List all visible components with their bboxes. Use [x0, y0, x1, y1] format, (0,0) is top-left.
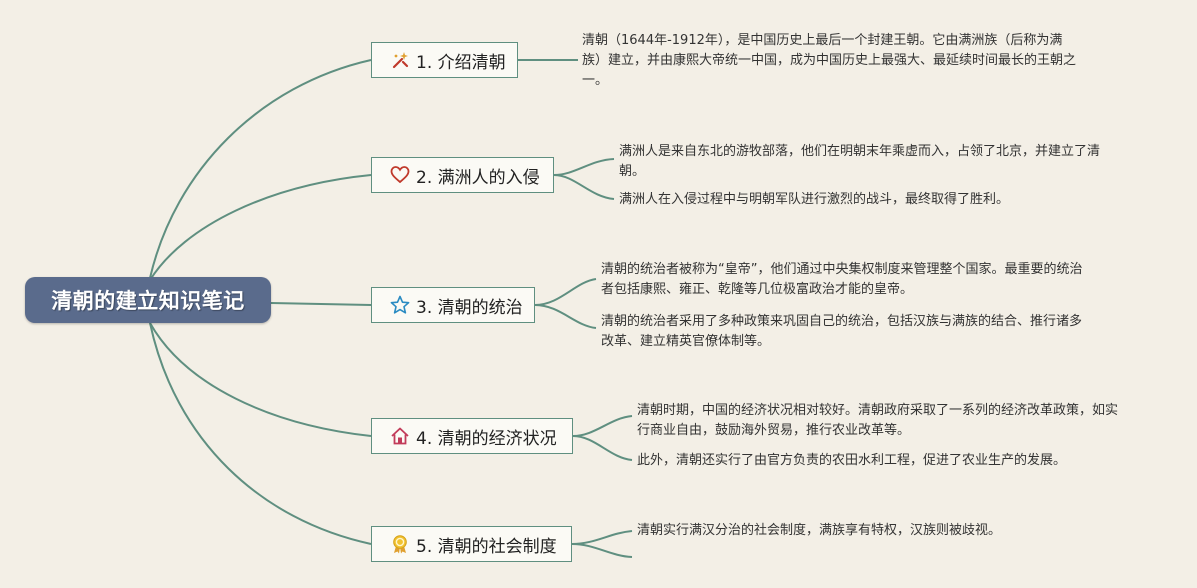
note-4-2: 此外，清朝还实行了由官方负责的农田水利工程，促进了农业生产的发展。 — [637, 453, 1067, 468]
sparkle-wand-icon — [390, 50, 410, 70]
heart-icon — [390, 165, 410, 185]
branch-line-4 — [149, 322, 372, 437]
house-icon — [390, 426, 410, 446]
topic-1-label: 1. 介绍清朝 — [416, 52, 506, 73]
topic-4[interactable]: 4. 清朝的经济状况 — [371, 418, 573, 454]
topic-3-label: 3. 清朝的统治 — [416, 297, 523, 318]
note-5-1: 清朝实行满汉分治的社会制度，满族享有特权，汉族则被歧视。 — [637, 523, 1002, 538]
star-icon — [390, 295, 410, 315]
branch-line-2 — [149, 174, 372, 281]
note-4-1: 清朝时期，中国的经济状况相对较好。清朝政府采取了一系列的经济改革政策，如实行商业… — [637, 403, 1119, 438]
topic-3[interactable]: 3. 清朝的统治 — [371, 287, 535, 323]
award-ribbon-icon — [390, 534, 410, 554]
topic-1[interactable]: 1. 介绍清朝 — [371, 42, 518, 78]
note-line-4a — [572, 415, 633, 437]
note-line-5a — [571, 530, 633, 545]
note-line-3b — [534, 304, 597, 329]
branch-line-5 — [149, 322, 372, 545]
note-line-3a — [534, 278, 597, 306]
note-3-1: 清朝的统治者被称为“皇帝”，他们通过中央集权制度来管理整个国家。最重要的统治者包… — [601, 262, 1083, 297]
note-line-2b — [553, 174, 615, 200]
topic-2-label: 2. 满洲人的入侵 — [416, 167, 540, 188]
branch-line-3 — [270, 302, 372, 306]
topic-5-label: 5. 清朝的社会制度 — [416, 536, 557, 557]
note-2-2: 满洲人在入侵过程中与明朝军队进行激烈的战斗，最终取得了胜利。 — [619, 192, 1010, 207]
note-line-2a — [553, 158, 615, 176]
topic-4-label: 4. 清朝的经济状况 — [416, 428, 557, 449]
note-line-4b — [572, 435, 633, 461]
root-topic[interactable]: 清朝的建立知识笔记 — [25, 277, 271, 323]
topic-5[interactable]: 5. 清朝的社会制度 — [371, 526, 572, 562]
note-2-1: 满洲人是来自东北的游牧部落，他们在明朝末年乘虚而入，占领了北京，并建立了清朝。 — [619, 144, 1101, 179]
note-line-5b — [571, 543, 633, 558]
note-3-2: 清朝的统治者采用了多种政策来巩固自己的统治，包括汉族与满族的结合、推行诸多改革、… — [601, 314, 1083, 349]
branch-line-1 — [149, 59, 372, 279]
note-1-1: 清朝（1644年-1912年），是中国历史上最后一个封建王朝。它由满洲族（后称为… — [582, 33, 1077, 88]
topic-2[interactable]: 2. 满洲人的入侵 — [371, 157, 554, 193]
root-title: 清朝的建立知识笔记 — [51, 289, 245, 313]
